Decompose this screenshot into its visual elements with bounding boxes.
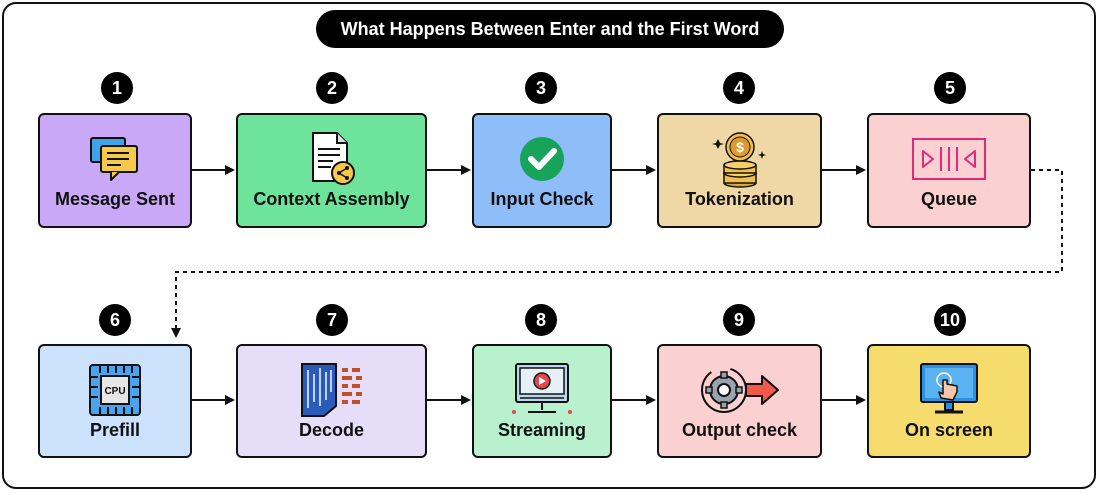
step-number-6: 6: [99, 304, 131, 336]
step-label: Input Check: [490, 189, 594, 209]
binary-decode-icon: [297, 362, 367, 418]
step-label: Prefill: [89, 419, 141, 440]
touch-monitor-icon: [917, 362, 981, 418]
step-number-3: 3: [525, 72, 557, 104]
diagram-title: What Happens Between Enter and the First…: [316, 10, 784, 48]
step-label: Message Sent: [54, 189, 176, 209]
step-label: Streaming: [497, 419, 587, 440]
gear-arrow-icon: [698, 362, 782, 418]
step-on-screen: On screen: [867, 344, 1031, 458]
document-share-icon: [304, 131, 360, 187]
step-context-assembly: Context Assembly: [236, 113, 427, 228]
step-label: Decode: [298, 419, 365, 440]
step-tokenization: $ Tokenization: [657, 113, 822, 228]
step-label: Context Assembly: [253, 189, 410, 209]
step-prefill: CPU Prefill: [38, 344, 192, 458]
svg-text:CPU: CPU: [104, 386, 125, 397]
chat-bubbles-icon: [87, 131, 143, 187]
step-label: Queue: [920, 189, 977, 209]
svg-text:$: $: [736, 139, 744, 155]
coin-stack-icon: $: [711, 131, 768, 188]
step-label: Output check: [681, 419, 797, 440]
step-streaming: Streaming: [472, 344, 612, 458]
step-number-2: 2: [316, 72, 348, 104]
step-label: Tokenization: [685, 189, 794, 209]
step-decode: Decode: [236, 344, 427, 458]
step-output-check: Output check: [657, 344, 822, 458]
cpu-chip-icon: CPU: [87, 362, 143, 418]
step-number-1: 1: [101, 72, 133, 104]
step-number-5: 5: [934, 72, 966, 104]
checkmark-circle-icon: [514, 131, 570, 187]
step-message-sent: Message Sent: [38, 113, 192, 228]
step-number-8: 8: [525, 304, 557, 336]
queue-icon: [909, 131, 989, 187]
arrow-5-6-dashed: [171, 169, 1063, 338]
step-input-check: Input Check: [472, 113, 612, 228]
step-queue: Queue: [867, 113, 1031, 228]
step-number-9: 9: [723, 304, 755, 336]
step-number-10: 10: [934, 304, 966, 336]
step-label: On screen: [904, 419, 994, 440]
step-number-4: 4: [723, 72, 755, 104]
step-number-7: 7: [316, 304, 348, 336]
video-stream-icon: [510, 362, 574, 418]
